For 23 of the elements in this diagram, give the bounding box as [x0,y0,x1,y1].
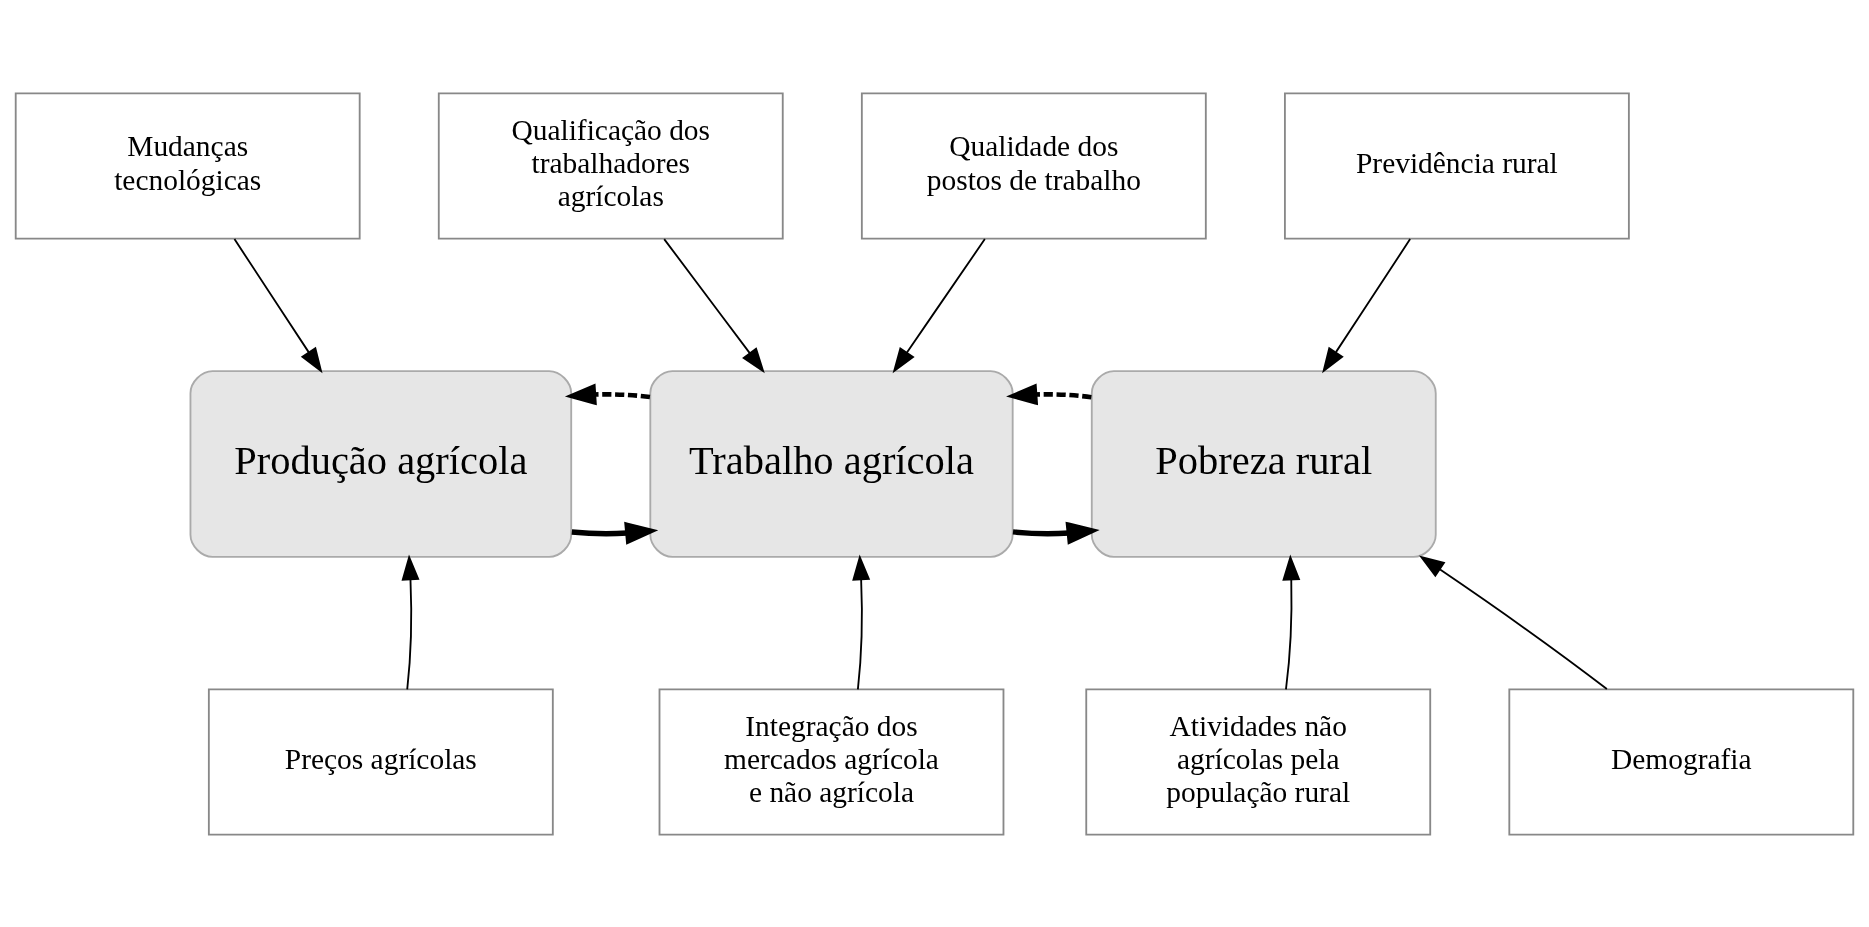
node-box: Atividades não agrícolas pela população rural [1085,687,1432,836]
arrow [1012,521,1100,545]
arrow [663,237,765,373]
arrow [564,382,651,405]
node-box: Pobreza rural [1090,369,1437,558]
arrow [852,554,871,690]
node-box: Qualificação dos trabalhadores agrícolas [437,91,784,240]
node-box: Mudanças tecnológicas [14,91,361,240]
node-box: Trabalho agrícola [649,369,1014,558]
arrow [1419,554,1608,690]
arrow [571,521,659,545]
node-box: Produção agrícola [189,369,573,558]
node-box: Integração dos mercados agrícola e não agrícola [658,687,1005,836]
arrow [233,237,323,373]
arrow [1282,554,1301,690]
node-box: Demografia [1508,687,1855,836]
node-box: Preços agrícolas [207,687,554,836]
arrow [1006,382,1092,405]
node-box: Previdência rural [1284,91,1630,240]
node-box: Qualidade dos postos de trabalho [860,91,1207,240]
arrow [1322,237,1412,373]
arrow [401,554,420,690]
arrow [892,237,986,373]
